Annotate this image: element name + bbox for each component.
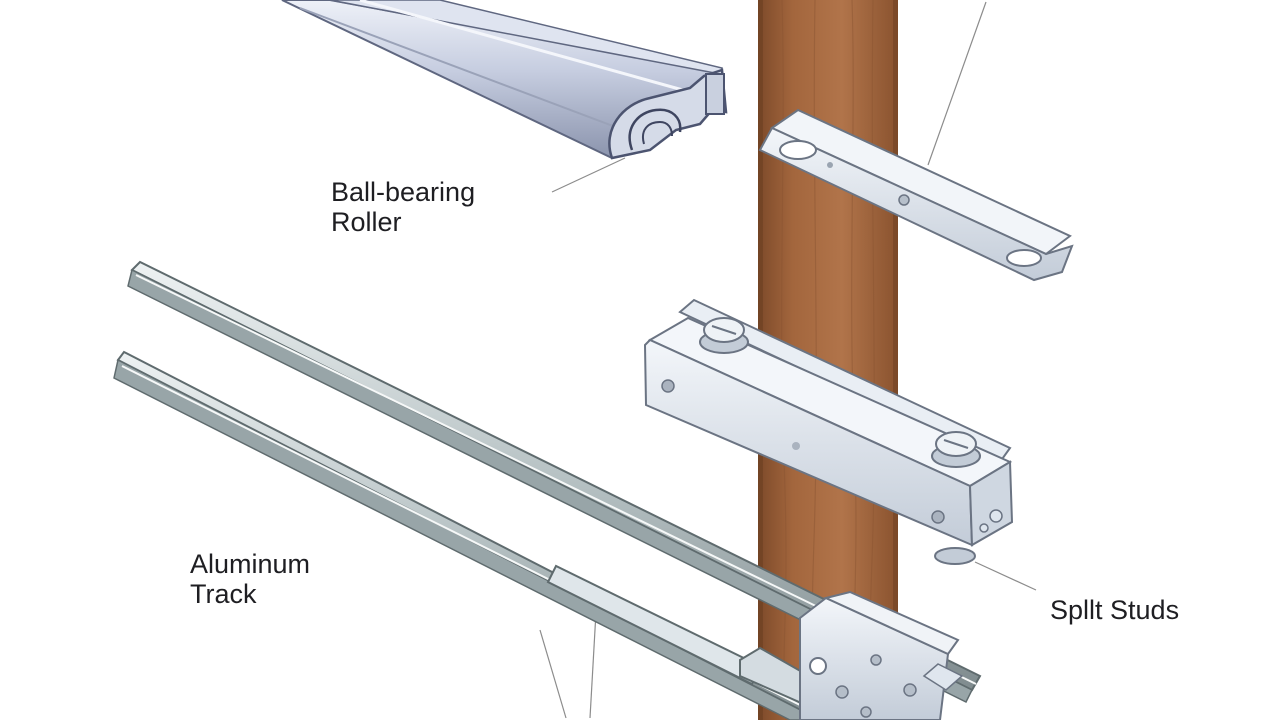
roller-extrusion-drawing — [281, 0, 728, 160]
hanger-bracket-drawing — [799, 590, 964, 720]
label-ball-bearing-roller: Ball-bearing Roller — [331, 177, 475, 237]
label-split-studs-line1: Spllt Studs — [1050, 595, 1180, 625]
label-aluminum-track: Aluminum Track — [190, 549, 310, 609]
label-aluminum-track-line1: Aluminum — [190, 549, 311, 579]
label-ball-bearing-roller-line2: Roller — [331, 207, 402, 237]
label-ball-bearing-roller-line1: Ball-bearing — [331, 177, 476, 207]
roller-carriage-drawing — [643, 298, 1014, 565]
track-rails-drawing — [113, 260, 982, 720]
angle-bracket-drawing — [758, 108, 1074, 282]
leader-lines — [539, 1, 1037, 719]
label-aluminum-track-line2: Track — [190, 579, 257, 609]
label-split-studs: Spllt Studs — [1050, 595, 1179, 625]
